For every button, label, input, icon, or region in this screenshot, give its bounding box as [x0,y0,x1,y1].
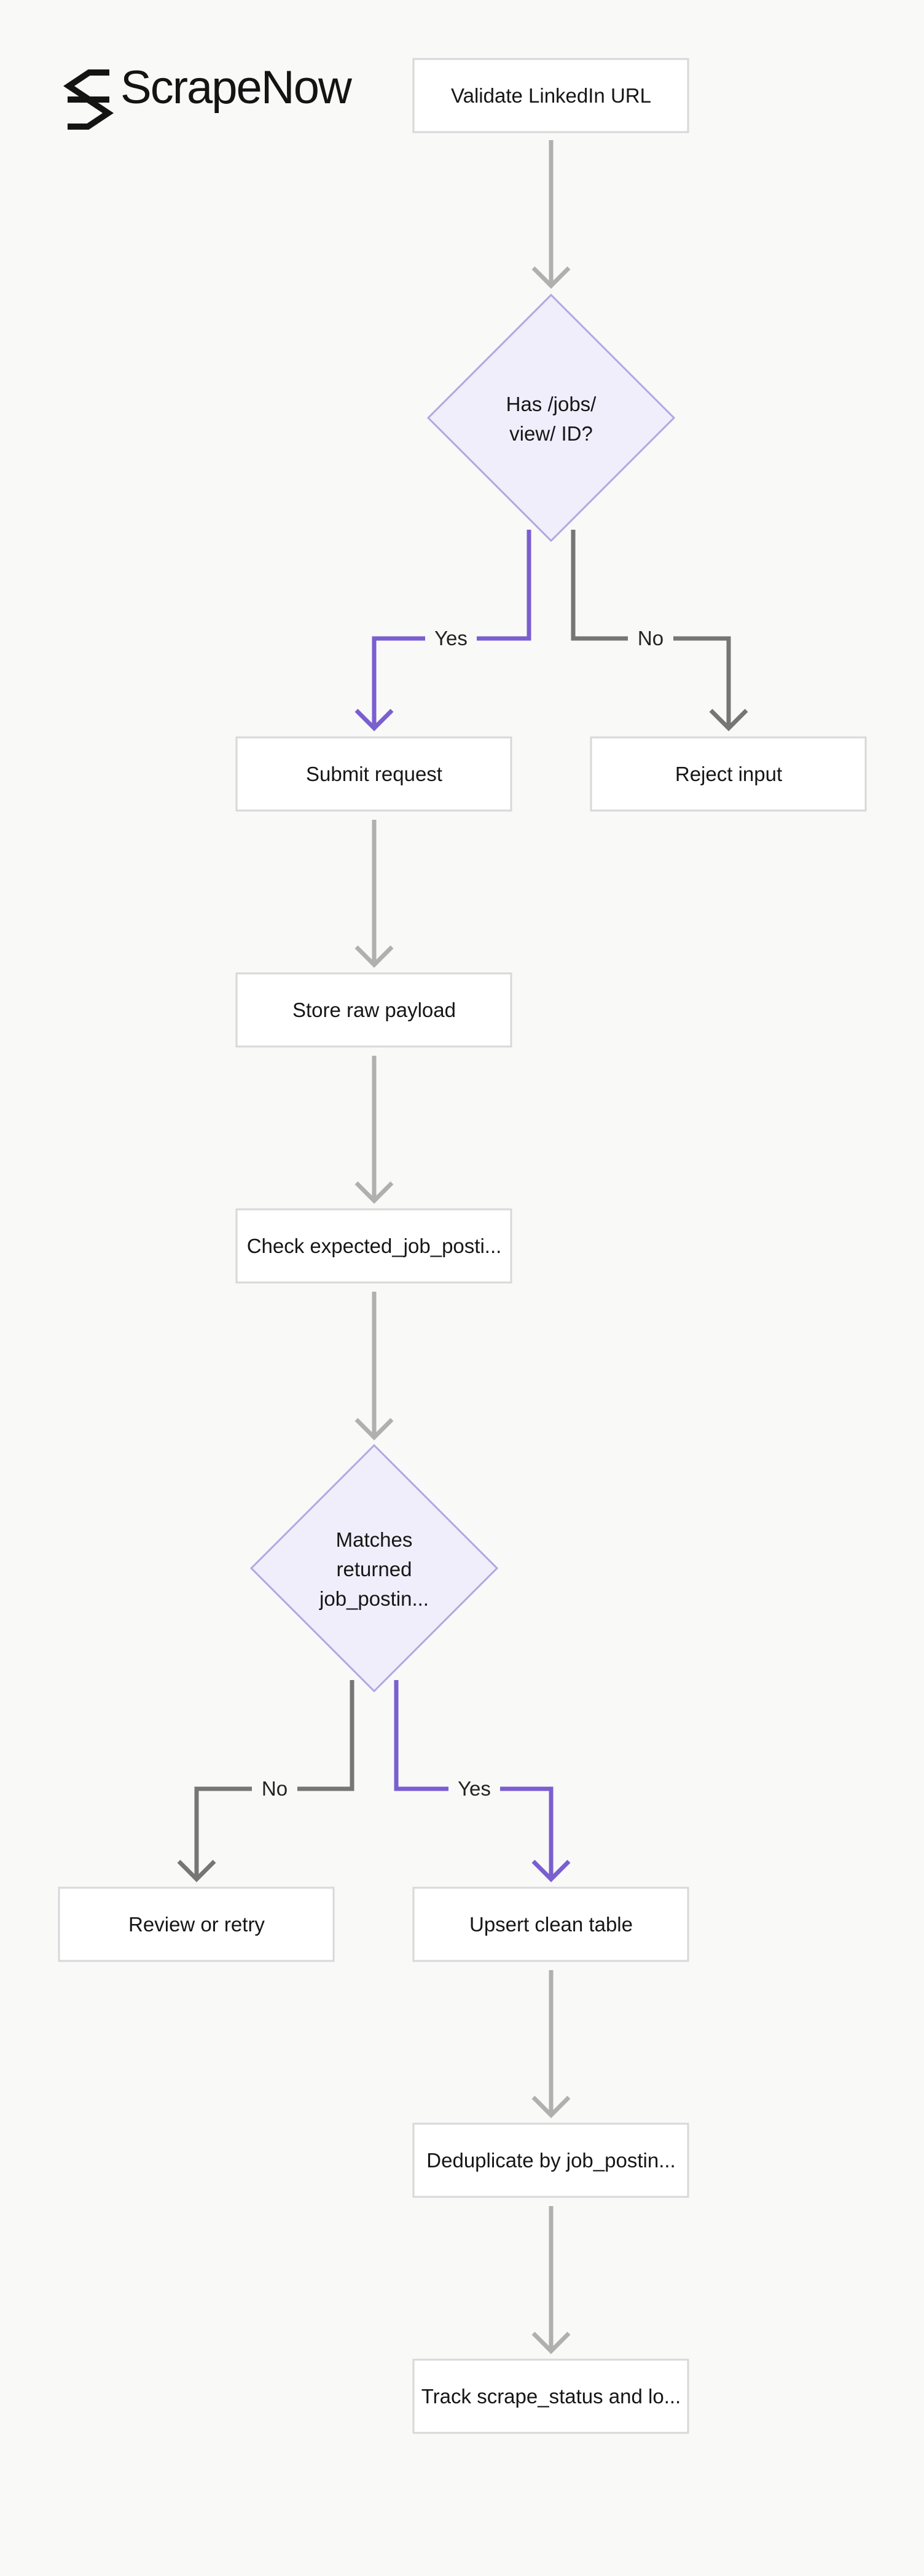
node-upsert-clean-table[interactable]: Upsert clean table [412,1887,689,1962]
process-box [412,58,689,133]
node-label-line-2: view/ ID? [509,422,593,445]
node-matches-returned-job-posting[interactable]: Matches returned job_postin... [249,1443,499,1693]
node-validate-linkedin-url[interactable]: Validate LinkedIn URL [412,58,689,133]
node-check-expected-job-posting[interactable]: Check expected_job_posti... [235,1208,512,1284]
edge-label-bg [425,624,477,653]
decision-diamond [249,1443,499,1693]
arrow-down-icon [531,266,571,289]
nodes: Validate LinkedIn URL Has /jobs/ view/ I… [58,58,867,2434]
node-submit-request[interactable]: Submit request [235,736,512,812]
node-label-line-1: Matches [336,1528,413,1551]
node-track-scrape-status[interactable]: Track scrape_status and lo... [412,2358,689,2434]
node-label: Upsert clean table [469,1913,633,1936]
arrow-down-icon [177,1859,216,1882]
arrow-down-icon [531,1859,571,1882]
edge-label-yes: Yes [458,1777,491,1800]
edge-label-bg [252,1775,297,1803]
node-deduplicate-by-job-posting[interactable]: Deduplicate by job_postin... [412,2122,689,2198]
edge-label-bg [448,1775,500,1803]
node-label-line-3: job_postin... [319,1587,429,1610]
node-label: Track scrape_status and lo... [421,2385,681,2408]
arrow-down-icon [531,2331,571,2354]
node-label-line-1: Has /jobs/ [506,393,597,415]
arrow-down-icon [709,709,748,731]
brand-name: ScrapeNow [120,61,353,114]
process-box [235,736,512,812]
edge-store-to-check [354,1056,394,1204]
decision-diamond [426,293,676,543]
edge-upsert-to-dedupe [531,1970,571,2118]
edge-has-id-yes-to-submit[interactable]: Yes [354,530,531,731]
edge-validate-to-has-id [531,140,571,289]
process-box [412,1887,689,1962]
arrow-down-icon [354,709,394,731]
edge-has-id-no-to-reject[interactable]: No [571,530,748,731]
node-review-or-retry[interactable]: Review or retry [58,1887,335,1962]
edge-label-no: No [262,1777,288,1800]
process-box [412,2358,689,2434]
arrow-down-icon [531,2095,571,2118]
node-label: Submit request [306,763,442,785]
edge-matches-no-to-review[interactable]: No [177,1680,354,1882]
node-label-line-2: returned [337,1558,412,1581]
edge-label-bg [628,624,673,653]
node-label: Validate LinkedIn URL [451,84,651,107]
arrow-down-icon [354,1418,394,1440]
node-label: Store raw payload [292,999,456,1021]
node-label: Reject input [675,763,782,785]
edge-matches-yes-to-upsert[interactable]: Yes [394,1680,571,1882]
node-has-jobs-view-id[interactable]: Has /jobs/ view/ ID? [426,293,676,543]
brand: ScrapeNow [63,61,354,130]
node-label: Review or retry [128,1913,265,1936]
node-store-raw-payload[interactable]: Store raw payload [235,972,512,1048]
edge-dedupe-to-track [531,2206,571,2354]
process-box [412,2122,689,2198]
process-box [235,1208,512,1284]
process-box [590,736,867,812]
node-label: Check expected_job_posti... [247,1235,502,1257]
process-box [235,972,512,1048]
edge-label-no: No [638,627,664,650]
edges: Yes No No Y [177,140,748,2354]
process-box [58,1887,335,1962]
edge-check-to-matches [354,1292,394,1440]
arrow-down-icon [354,945,394,968]
edge-submit-to-store [354,820,394,968]
node-label: Deduplicate by job_postin... [426,2149,675,2172]
node-reject-input[interactable]: Reject input [590,736,867,812]
edge-label-yes: Yes [434,627,468,650]
scrapenow-logo-icon [63,69,114,130]
arrow-down-icon [354,1181,394,1204]
